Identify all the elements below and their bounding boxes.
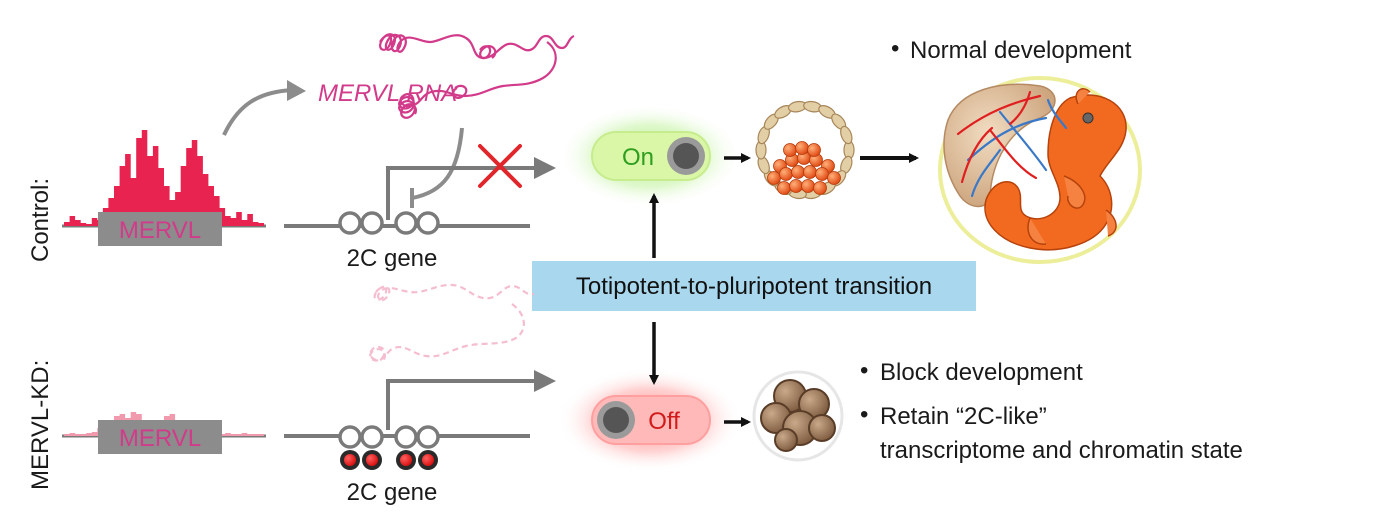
control-gene-locus: 2C gene (284, 157, 556, 272)
row-label-knockdown: MERVL-KD: (27, 360, 54, 490)
outcome-block-development: Block development (880, 359, 1083, 386)
mervl-label-control: MERVL (119, 217, 201, 244)
outcome-retain-line2: transcriptome and chromatin state (880, 437, 1243, 464)
mervl-rna-faint (369, 283, 535, 363)
arrested-embryo-icon (752, 370, 844, 462)
on-switch[interactable]: On (591, 131, 711, 181)
embryo-icon (938, 76, 1142, 264)
mervl-label-knockdown: MERVL (119, 425, 201, 452)
control-signal-peaks (64, 130, 264, 226)
mervl-rna-label: MERVL RNA (318, 80, 457, 107)
bullet-block: • (860, 357, 868, 384)
on-switch-label: On (622, 144, 654, 171)
control-signal-track: MERVL (62, 130, 266, 246)
off-switch-label: Off (648, 408, 680, 435)
mervl-rna-strand: MERVL RNA (318, 33, 575, 119)
repressive-marks (340, 450, 438, 470)
row-label-control: Control: (27, 178, 54, 262)
blocked-transcription-cross (478, 144, 522, 188)
transition-box: Totipotent-to-pluripotent transition (532, 261, 976, 311)
mervl-element-box (98, 212, 222, 246)
transcription-arrow-head (287, 80, 306, 101)
outcome-retain-line1: Retain “2C-like” (880, 403, 1047, 430)
rna-inhibition-line (411, 127, 464, 200)
off-switch-knob (603, 407, 629, 433)
bullet-retain: • (860, 401, 868, 428)
mervl-element-box-kd (98, 420, 222, 454)
knockdown-signal-track: MERVL (62, 412, 266, 454)
blastocyst-icon (755, 100, 855, 200)
knockdown-gene-locus: 2C gene (284, 370, 556, 506)
off-switch[interactable]: Off (591, 395, 711, 445)
gene-label-knockdown: 2C gene (347, 479, 438, 506)
transcription-arrow (222, 88, 293, 136)
transition-label: Totipotent-to-pluripotent transition (576, 273, 932, 300)
on-switch-knob (673, 143, 699, 169)
outcome-normal-development: Normal development (910, 37, 1132, 64)
gene-label-control: 2C gene (347, 245, 438, 272)
bullet-normal: • (891, 35, 899, 62)
